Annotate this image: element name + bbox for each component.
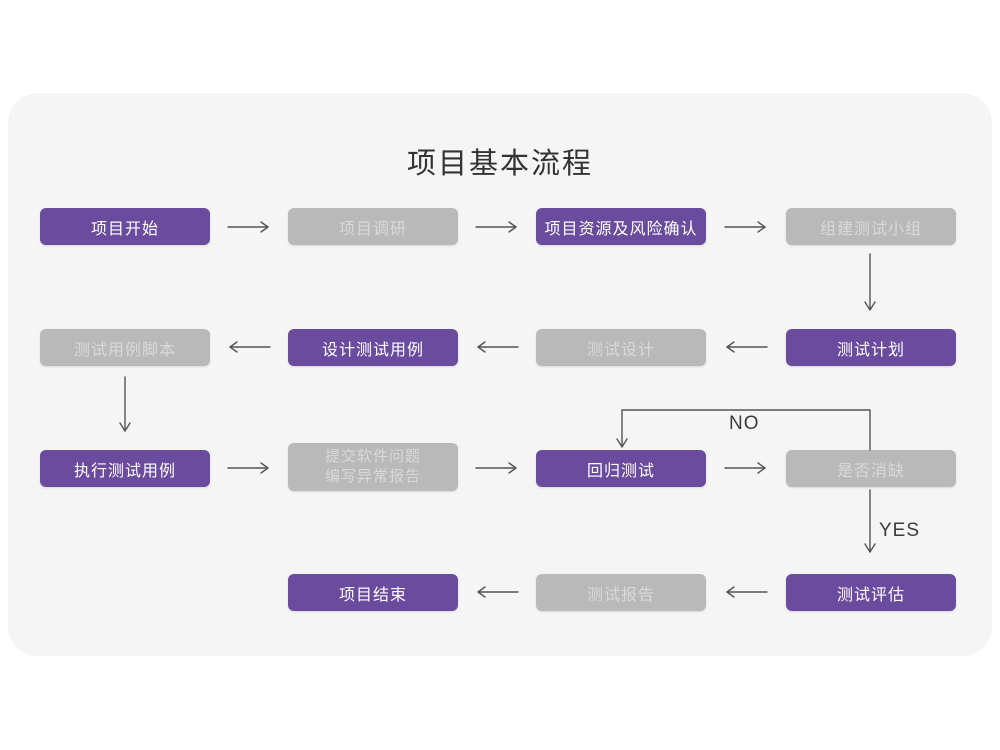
flow-arrow-down-icon <box>863 253 877 317</box>
node-test-evaluation: 测试评估 <box>786 574 956 611</box>
flow-arrow-right-icon <box>475 461 519 475</box>
flow-arrow-left-icon <box>475 585 519 599</box>
node-project-start: 项目开始 <box>40 208 210 245</box>
node-regression-test: 回归测试 <box>536 450 706 487</box>
node-test-design: 测试设计 <box>536 329 706 366</box>
node-project-end: 项目结束 <box>288 574 458 611</box>
flow-arrow-left-icon <box>475 340 519 354</box>
no-edge-label: NO <box>729 413 760 434</box>
flowchart-card-background <box>8 93 992 656</box>
flow-arrow-right-icon <box>227 461 271 475</box>
node-build-test-team: 组建测试小组 <box>786 208 956 245</box>
flow-arrow-left-icon <box>227 340 271 354</box>
node-defect-cleared-decision: 是否消缺 <box>786 450 956 487</box>
flow-arrow-right-icon <box>227 220 271 234</box>
flow-arrow-left-icon <box>724 585 768 599</box>
node-design-test-case: 设计测试用例 <box>288 329 458 366</box>
flow-arrow-right-icon <box>475 220 519 234</box>
yes-edge-label: YES <box>879 520 921 541</box>
flow-arrow-down-icon <box>118 376 132 438</box>
node-project-research: 项目调研 <box>288 208 458 245</box>
flow-arrow-down-icon <box>863 489 877 559</box>
node-test-plan: 测试计划 <box>786 329 956 366</box>
flow-arrow-right-icon <box>724 220 768 234</box>
node-test-case-script: 测试用例脚本 <box>40 329 210 366</box>
page-title: 项目基本流程 <box>406 148 593 180</box>
node-execute-test-case: 执行测试用例 <box>40 450 210 487</box>
node-test-report: 测试报告 <box>536 574 706 611</box>
node-submit-issue-write-report: 提交软件问题 编写异常报告 <box>288 443 458 491</box>
flow-arrow-right-icon <box>724 461 768 475</box>
node-project-resources-risk-confirm: 项目资源及风险确认 <box>536 208 706 245</box>
no-loop-connector-icon <box>614 403 878 451</box>
flow-arrow-left-icon <box>724 340 768 354</box>
